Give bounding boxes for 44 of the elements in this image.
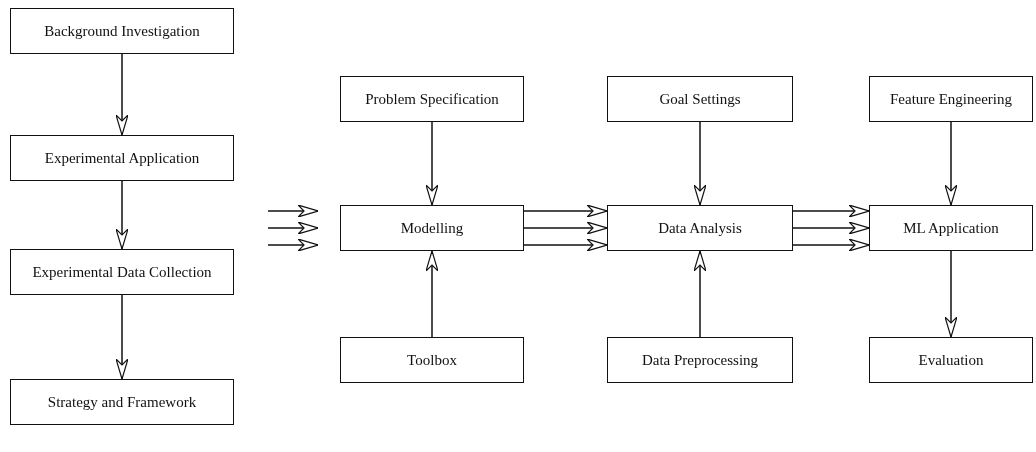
process-box: [607, 205, 793, 251]
arrow: [523, 204, 608, 218]
process-box: [869, 205, 1033, 251]
process-box: [10, 135, 234, 181]
arrow: [425, 121, 439, 206]
arrow: [115, 180, 129, 250]
arrow: [693, 250, 707, 338]
arrow: [792, 204, 870, 218]
box-label: Strategy and Framework: [47, 393, 197, 411]
process-box: [10, 249, 234, 295]
arrow: [267, 221, 319, 235]
process-box: [340, 205, 524, 251]
arrow: [523, 221, 608, 235]
process-box: [607, 337, 793, 383]
arrow: [267, 238, 319, 252]
box-label: Data Analysis: [658, 219, 742, 237]
box-label: Experimental Data Collection: [32, 263, 212, 281]
process-box: [607, 76, 793, 122]
process-box: [10, 8, 234, 54]
arrow: [792, 221, 870, 235]
arrow: [792, 238, 870, 252]
process-box: [340, 337, 524, 383]
box-label: Background Investigation: [44, 22, 200, 40]
box-label: ML Application: [903, 219, 999, 237]
process-box: [10, 379, 234, 425]
process-box: [340, 76, 524, 122]
box-label: Problem Specification: [365, 90, 499, 108]
box-label: Feature Engineering: [889, 90, 1012, 108]
box-label: Experimental Application: [44, 149, 200, 167]
arrow: [425, 250, 439, 338]
arrow: [944, 121, 958, 206]
box-label: Data Preprocessing: [641, 351, 759, 369]
box-label: Toolbox: [407, 351, 457, 369]
arrow: [115, 53, 129, 136]
arrow: [693, 121, 707, 206]
arrow: [267, 204, 319, 218]
process-box: [869, 76, 1033, 122]
arrow: [523, 238, 608, 252]
arrow: [115, 294, 129, 380]
process-box: [869, 337, 1033, 383]
box-label: Evaluation: [918, 351, 984, 369]
box-label: Goal Settings: [659, 90, 741, 108]
arrow: [944, 250, 958, 338]
box-label: Modelling: [400, 219, 464, 237]
